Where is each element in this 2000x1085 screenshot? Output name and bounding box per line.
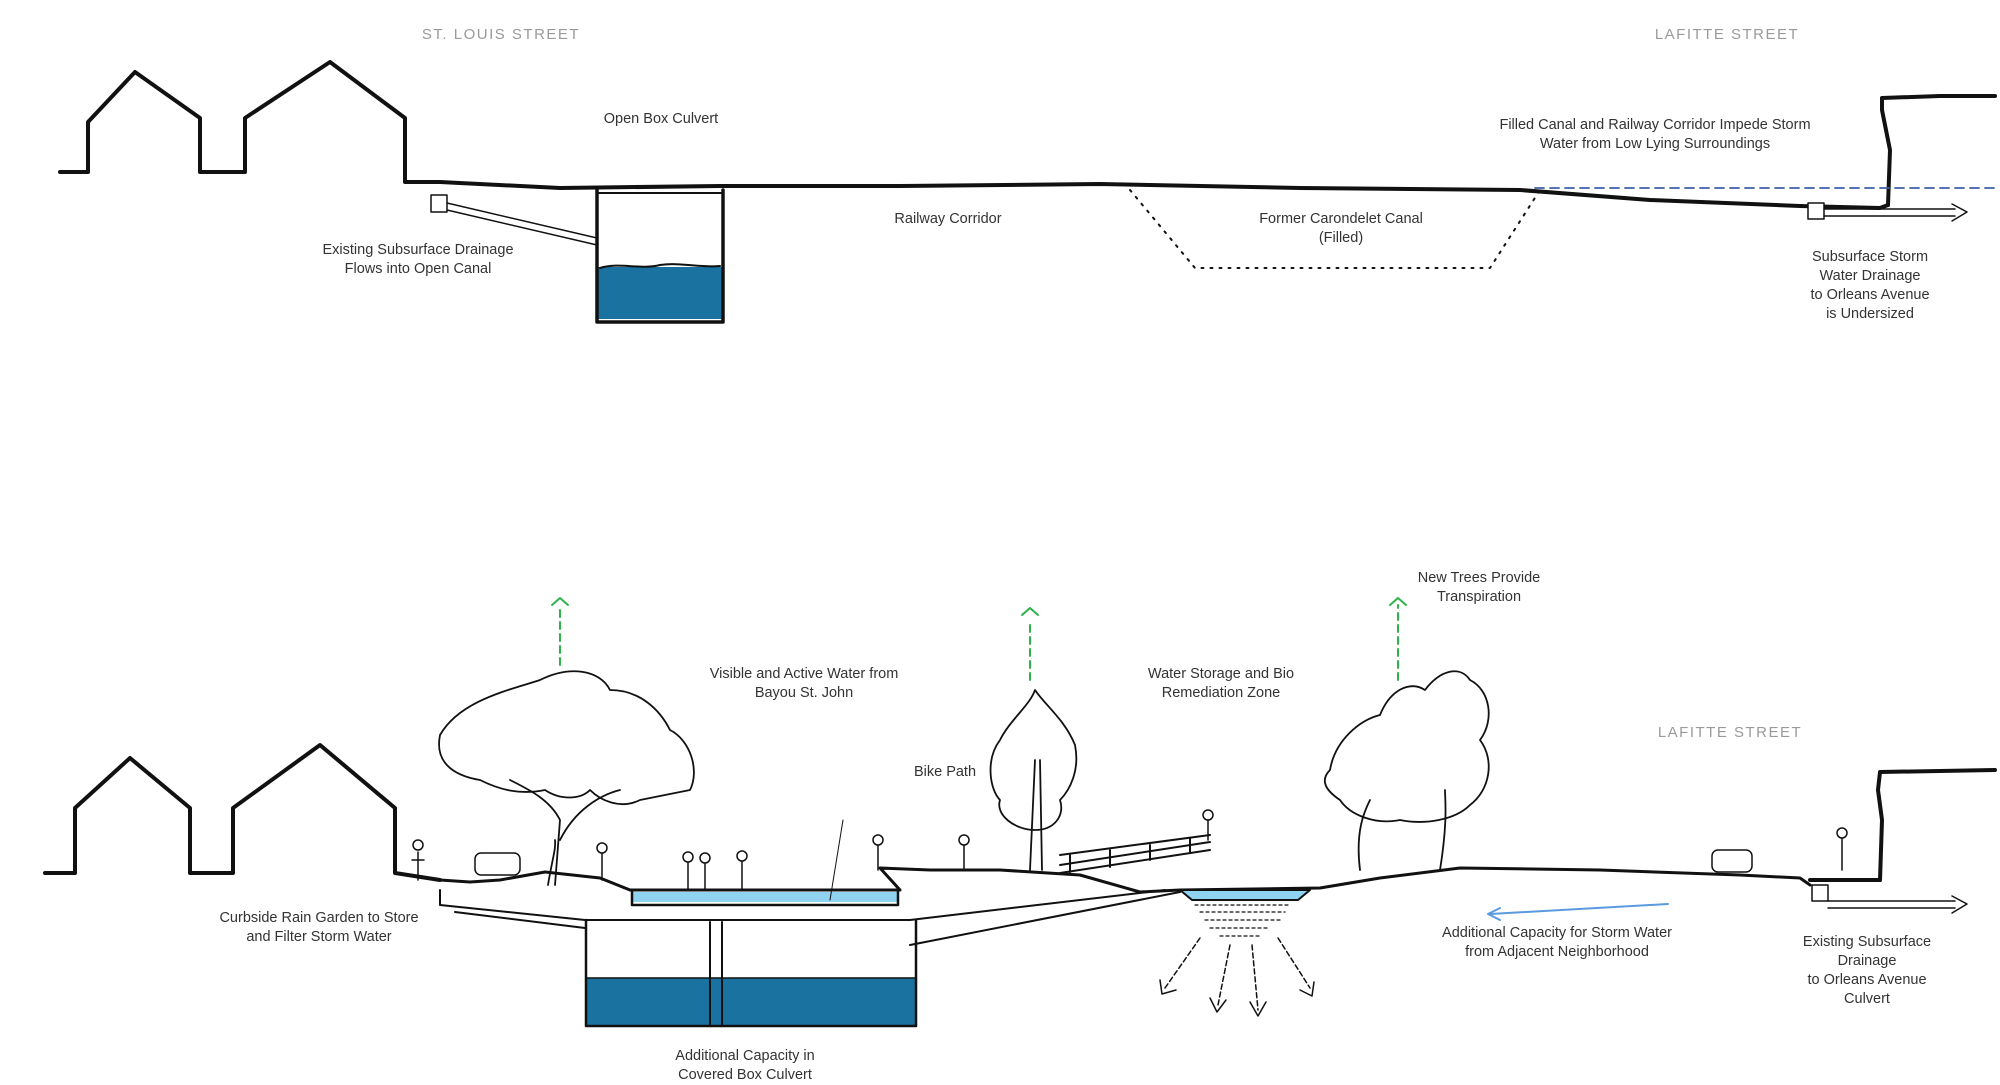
bottom-houses-ground-line	[43, 743, 442, 882]
infiltration-arrows	[1159, 937, 1315, 1017]
canal-basin	[630, 888, 900, 907]
transpiration-arrows	[551, 597, 1407, 681]
label-subsurface-drainage: Subsurface Storm Water Drainage to Orlea…	[1810, 249, 1930, 322]
top-existing-section	[58, 60, 1997, 324]
label-new-trees: New Trees Provide Transpiration	[1417, 570, 1541, 605]
top-houses-ground-line	[58, 60, 1890, 210]
top-right-building	[1880, 94, 1997, 207]
label-visible-water: Visible and Active Water from Bayou St. …	[709, 666, 899, 701]
label-former-canal: Former Carondelet Canal (Filled)	[1259, 211, 1423, 246]
label-existing-drainage-culvert: Existing Subsurface Drainage to Orleans …	[1802, 934, 1932, 1007]
top-street-lafitte: LAFITTE STREET	[1654, 26, 1800, 43]
label-filled-canal: Filled Canal and Railway Corridor Impede…	[1499, 117, 1811, 152]
label-additional-capacity-culvert: Additional Capacity in Covered Box Culve…	[675, 1048, 815, 1083]
label-bike-path: Bike Path	[913, 764, 977, 780]
tree-left	[438, 670, 695, 886]
existing-drainage-pipe	[430, 194, 598, 246]
top-street-st-louis: ST. LOUIS STREET	[421, 26, 581, 43]
former-canal-outline	[1129, 189, 1541, 269]
people-figures	[411, 809, 1848, 901]
subsurface-drain-bottom	[1811, 884, 1968, 914]
bottom-ground-surface	[438, 866, 1812, 894]
label-additional-capacity-storm: Additional Capacity for Storm Water from…	[1442, 925, 1672, 960]
label-water-storage: Water Storage and Bio Remediation Zone	[1147, 666, 1295, 701]
tree-middle	[989, 689, 1078, 871]
bio-remediation-pond	[1179, 889, 1311, 937]
tree-right	[1323, 670, 1490, 871]
boardwalk-bridge	[1059, 834, 1211, 874]
label-open-box-culvert: Open Box Culvert	[603, 111, 719, 127]
subsurface-drain-right	[1807, 202, 1968, 222]
label-railway-corridor: Railway Corridor	[894, 211, 1002, 227]
label-existing-drainage: Existing Subsurface Drainage Flows into …	[322, 242, 514, 277]
label-rain-garden: Curbside Rain Garden to Store and Filter…	[219, 910, 419, 945]
bottom-proposed-section	[43, 597, 1997, 1028]
bottom-right-building	[1808, 768, 1997, 882]
open-box-culvert	[595, 188, 725, 324]
covered-box-culvert	[584, 918, 918, 1028]
bottom-street-lafitte: LAFITTE STREET	[1657, 724, 1803, 741]
capacity-arrow	[1487, 903, 1669, 921]
